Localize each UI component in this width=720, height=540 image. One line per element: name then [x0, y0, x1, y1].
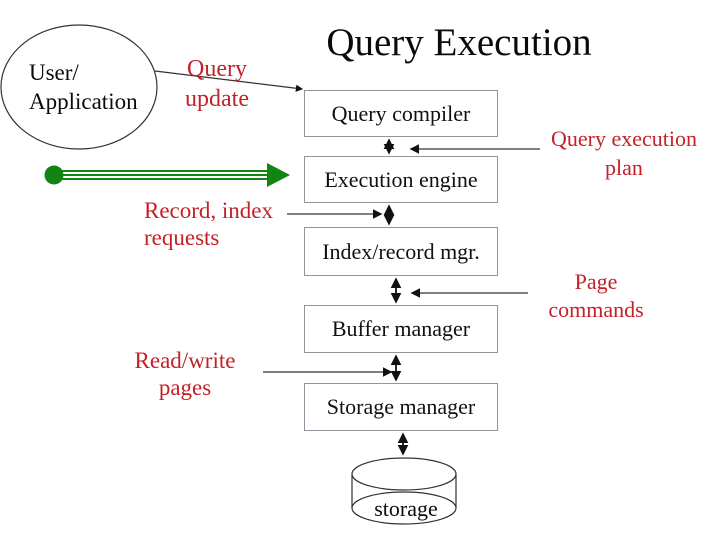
label-query-update-line1: Query [187, 56, 247, 82]
label-record-index-requests-line2: requests [144, 225, 220, 250]
box-storage-manager-label: Storage manager [326, 394, 476, 419]
flow-arrowhead-icon [267, 163, 290, 187]
label-query-update: Query update [157, 54, 277, 114]
label-page-commands: Page commands [516, 268, 676, 324]
label-query-execution-plan-line1: Query execution [551, 126, 697, 151]
label-query-execution-plan-line2: plan [605, 155, 643, 180]
user-flow-arrow [44, 163, 290, 187]
box-execution-engine-label: Execution engine [324, 166, 478, 192]
box-buffer-manager: Buffer manager [304, 305, 498, 353]
box-index-record-mgr-label: Index/record mgr. [322, 238, 480, 264]
storage-cylinder-label: storage [374, 496, 438, 521]
slide-title: Query Execution [326, 21, 592, 64]
label-read-write-pages: Read/write pages [105, 347, 265, 401]
label-query-execution-plan: Query execution plan [524, 124, 720, 182]
box-buffer-manager-label: Buffer manager [331, 316, 471, 341]
label-record-index-requests: Record, index requests [144, 197, 304, 251]
box-query-compiler-label: Query compiler [331, 100, 471, 126]
cylinder-top [351, 457, 457, 491]
label-read-write-pages-line2: pages [158, 375, 212, 400]
label-record-index-requests-line1: Record, index [144, 198, 274, 223]
user-application-line2: Application [29, 89, 138, 114]
label-read-write-pages-line1: Read/write [134, 348, 236, 373]
label-query-update-line2: update [185, 86, 249, 112]
query-update-arrow [154, 70, 304, 92]
box-storage-manager: Storage manager [304, 383, 498, 431]
storage-cylinder [351, 457, 457, 525]
box-index-record-mgr: Index/record mgr. [304, 227, 498, 276]
label-page-commands-line1: Page [574, 269, 618, 294]
label-page-commands-line2: commands [548, 297, 644, 322]
user-application-label: User/ Application [29, 58, 138, 116]
box-query-compiler: Query compiler [304, 90, 498, 137]
user-application-ellipse [0, 24, 158, 150]
user-application-line1: User/ [29, 60, 79, 85]
box-execution-engine: Execution engine [304, 156, 498, 203]
